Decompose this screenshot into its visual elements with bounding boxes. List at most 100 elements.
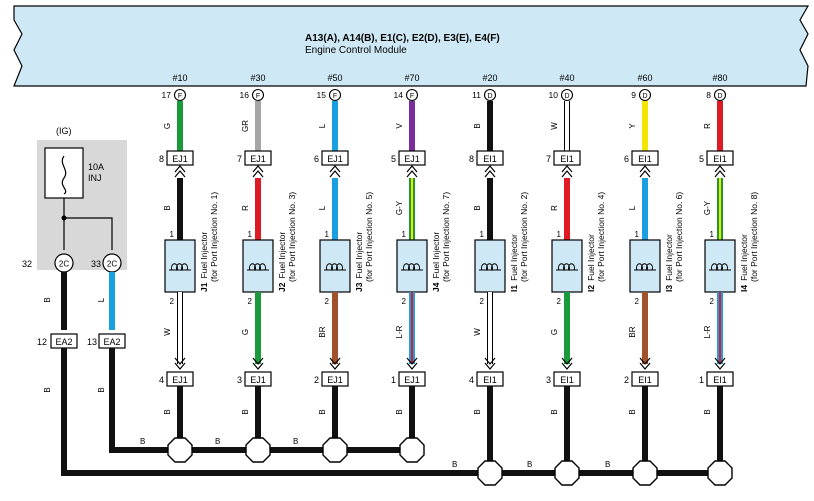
top-connector-pin: 8 xyxy=(469,154,474,164)
top-connector-name: EI1 xyxy=(713,154,727,164)
ground-wire-label: B xyxy=(395,409,404,414)
injector-pin-2: 2 xyxy=(402,297,407,306)
injector-name: Fuel Injector xyxy=(664,234,674,281)
injector-body xyxy=(242,239,274,293)
top-connector-pin: 7 xyxy=(546,154,551,164)
feed-right-ea-conn: EA2 xyxy=(103,337,120,347)
chevron-down-icon xyxy=(252,357,264,370)
injector-body xyxy=(551,239,583,293)
injector-desc: (for Port Injection No. 7) xyxy=(441,192,451,282)
ig-label: (IG) xyxy=(56,126,72,136)
junction-connector xyxy=(167,437,193,463)
injector-name: Fuel Injector xyxy=(277,232,287,279)
ecm-pin-connector xyxy=(638,88,652,102)
junction-connector xyxy=(399,437,425,463)
ecm-terminal-label: #10 xyxy=(172,73,187,83)
ecm-title: A13(A), A14(B), E1(C), E2(D), E3(E), E4(… xyxy=(305,33,500,44)
ecm-pin-connector xyxy=(328,88,342,102)
chevron-up-icon xyxy=(406,165,418,178)
ecm-terminal-label: #40 xyxy=(559,73,574,83)
bus-label-1: B xyxy=(140,437,145,446)
bottom-connector-name: EI1 xyxy=(560,375,574,385)
ecm-pin-number: 10 xyxy=(549,90,559,100)
injector-pin-1: 1 xyxy=(248,230,253,239)
injector-body xyxy=(704,239,736,293)
chevron-up-icon xyxy=(561,165,573,178)
chevron-down-icon xyxy=(484,357,496,370)
top-connector-pin: 5 xyxy=(699,154,704,164)
bottom-connector-pin: 3 xyxy=(237,375,242,385)
injector-label: J3Fuel Injector xyxy=(354,232,364,292)
lower-wire-label: G xyxy=(550,329,559,335)
lower-wire-label: BR xyxy=(318,326,327,337)
ecm-pin-conn: D xyxy=(487,93,492,100)
chevron-up-icon xyxy=(714,165,726,178)
signal-wire-label: W xyxy=(550,122,559,130)
fuse-name: INJ xyxy=(88,173,102,183)
ecm-pin-conn: D xyxy=(642,93,647,100)
signal-wire-label: G xyxy=(163,123,172,129)
injector-label: I1Fuel Injector xyxy=(509,234,519,292)
feed-left-ea-conn: EA2 xyxy=(55,337,72,347)
coil-icon xyxy=(709,263,731,272)
bottom-connector-name: EJ1 xyxy=(327,375,343,385)
injector-body xyxy=(474,239,506,293)
injector-desc: (for Port Injection No. 5) xyxy=(364,192,374,282)
injector-name: Fuel Injector xyxy=(586,234,596,281)
upper-wire-label: R xyxy=(241,205,250,211)
top-connector-name: EJ1 xyxy=(172,154,188,164)
chevron-down-icon xyxy=(174,357,186,370)
injector-id: I3 xyxy=(664,285,674,292)
upper-wire-label: L xyxy=(318,205,327,210)
ecm-pin-number: 11 xyxy=(472,90,481,100)
feed-left-ea-pin: 12 xyxy=(37,337,47,347)
bottom-connector-pin: 3 xyxy=(546,375,551,385)
injector-pin-2: 2 xyxy=(557,297,562,306)
injector-label: I3 Fuel Injector xyxy=(664,234,674,292)
upper-wire-label: L xyxy=(628,205,637,210)
feed-left-pin: 32 xyxy=(22,259,32,269)
bus-label-right: B xyxy=(97,387,106,392)
ground-wire-label: B xyxy=(163,409,172,414)
ecm-pin-number: 8 xyxy=(706,90,711,100)
injector-pin-2: 2 xyxy=(635,297,640,306)
ground-wire-label: B xyxy=(628,409,637,414)
top-connector-box xyxy=(321,150,349,166)
feed-right-ea-pin: 13 xyxy=(87,337,97,347)
lower-wire-label: W xyxy=(163,328,172,336)
top-connector-pin: 7 xyxy=(237,154,242,164)
feed-right-wire-label: L xyxy=(97,297,106,302)
chevron-down-icon xyxy=(406,357,418,370)
injector-pin-1: 1 xyxy=(480,230,485,239)
ground-wire-label: B xyxy=(703,409,712,414)
bus-label-left: B xyxy=(43,387,52,392)
top-connector-name: EJ1 xyxy=(327,154,343,164)
injector-pin-2: 2 xyxy=(480,297,485,306)
splice-dot xyxy=(61,215,67,221)
top-connector-pin: 6 xyxy=(624,154,629,164)
ecm-pin-connector xyxy=(560,88,574,102)
top-connector-pin: 6 xyxy=(314,154,319,164)
bottom-connector-name: EJ1 xyxy=(172,375,188,385)
injector-id: I2 xyxy=(586,285,596,292)
injector-desc: (for Port Injection No. 8) xyxy=(749,192,759,282)
injector-pin-1: 1 xyxy=(710,230,715,239)
top-connector-name: EI1 xyxy=(483,154,497,164)
injector-pin-2: 2 xyxy=(170,297,175,306)
fuse-icon xyxy=(61,155,67,195)
injector-id: J2 xyxy=(277,282,287,292)
top-connector-name: EJ1 xyxy=(250,154,266,164)
ground-wire-label: B xyxy=(473,409,482,414)
top-connector-box xyxy=(476,150,504,166)
ecm-terminal-label: #20 xyxy=(482,73,497,83)
ecm-pin-conn: F xyxy=(333,93,337,100)
bus-label-6: B xyxy=(605,460,610,469)
top-connector-name: EI1 xyxy=(638,154,652,164)
signal-wire-label: V xyxy=(395,123,404,129)
ecm-block: A13(A), A14(B), E1(C), E2(D), E3(E), E4(… xyxy=(13,5,810,87)
bus-label-4: B xyxy=(452,460,457,469)
feed-right: 33 2C L 13 EA2 B xyxy=(87,253,126,453)
injector-name: Fuel Injector xyxy=(739,234,749,281)
